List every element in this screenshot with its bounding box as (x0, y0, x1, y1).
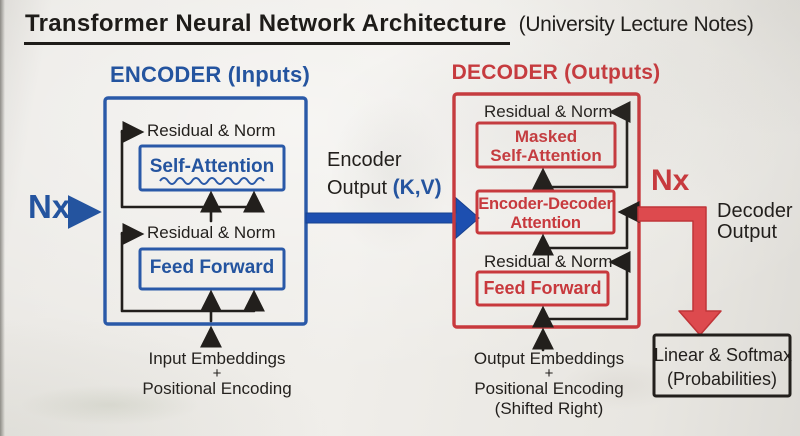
decoder-output-line2: Output (717, 221, 778, 243)
encoder-output-thick-arrow (305, 196, 480, 240)
decoder-skip1-line (541, 100, 631, 189)
encoder-output-label-line2: Output (K,V) (327, 176, 442, 200)
decoder-output-line1: Decoder (717, 200, 793, 222)
title-suffix: (University Lecture Notes) (518, 13, 754, 36)
self-attention-wavy-underline (159, 177, 265, 185)
decoder-skip3-line (545, 250, 631, 321)
linear-softmax-label: Linear & Softmax (Probabilities) (654, 343, 793, 391)
decoder-skip2-line (541, 200, 640, 250)
decoder-masked-self-attention-box (475, 121, 617, 169)
page-title: Transformer Neural Network Architecture … (24, 10, 754, 45)
encdec-label-line2: Attention (510, 214, 581, 232)
encoder-self-attention-label: Self-Attention (149, 156, 275, 177)
decoder-shifted-right-label: (Shifted Right) (494, 399, 604, 418)
decoder-encoder-decoder-attention-box (475, 189, 616, 235)
linear-softmax-line1: Linear & Softmax (654, 345, 793, 365)
decoder-positional-encoding-label: Positional Encoding (474, 379, 624, 398)
encoder-output-label-line1: Encoder (327, 149, 402, 171)
decoder-residual-norm-2: Residual & Norm (484, 252, 613, 271)
encoder-skip2-line (120, 231, 266, 313)
decoder-encoder-decoder-attention-label: Encoder-Decoder Attention (477, 195, 614, 233)
decoder-residual-norm-1: Residual & Norm (484, 102, 613, 121)
title-main: Transformer Neural Network Architecture (24, 10, 510, 45)
encoder-output-word: Output (327, 177, 388, 199)
decoder-nx-label: Nx (651, 164, 690, 197)
encoder-skip1-line (120, 129, 266, 213)
encoder-input-embeddings-label: Input Embeddings (148, 349, 286, 368)
decoder-masked-self-attention-label: Masked Self-Attention (477, 127, 615, 165)
encoder-feed-forward-label: Feed Forward (149, 257, 275, 278)
decoder-output-embeddings-label: Output Embeddings (473, 349, 625, 368)
decoder-output-plus: + (544, 365, 554, 382)
encoder-outer-box (103, 96, 308, 326)
masked-label-line2: Self-Attention (490, 146, 602, 165)
encoder-self-attention-box (138, 144, 286, 192)
kv-label: (K,V) (392, 176, 442, 199)
encoder-heading: ENCODER (Inputs) (110, 62, 310, 87)
encdec-label-line1: Encoder-Decoder (478, 195, 613, 213)
encoder-input-plus: + (212, 365, 222, 382)
decoder-heading: DECODER (Outputs) (451, 61, 661, 84)
linear-softmax-line2: (Probabilities) (666, 369, 778, 389)
encoder-residual-norm-1: Residual & Norm (147, 121, 276, 140)
encoder-positional-encoding-label: Positional Encoding (142, 379, 292, 398)
decoder-output-label: Decoder Output (717, 201, 793, 243)
encoder-nx-label: Nx (28, 188, 71, 225)
linear-softmax-box (652, 333, 792, 398)
decoder-feed-forward-box (475, 270, 610, 307)
decoder-output-thick-arrow (637, 206, 722, 336)
masked-label-line1: Masked (514, 127, 578, 146)
decoder-feed-forward-label: Feed Forward (483, 278, 602, 298)
encoder-residual-norm-2: Residual & Norm (147, 223, 276, 242)
encoder-feed-forward-box (138, 247, 286, 291)
